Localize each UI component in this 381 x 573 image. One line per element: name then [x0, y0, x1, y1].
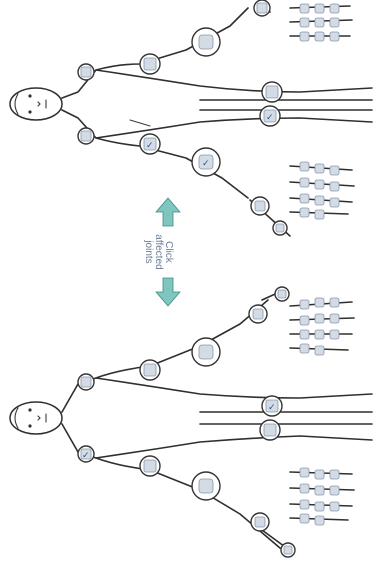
joint-top-right-hip[interactable] [262, 82, 282, 102]
joint-bottom-right-knee[interactable]: ✓ [262, 396, 282, 416]
head [10, 88, 62, 120]
joint-top-left-shoulder[interactable] [78, 128, 94, 144]
eye-icon [28, 110, 31, 113]
checkmark-icon: ✓ [202, 159, 210, 169]
arrow-down-icon [156, 278, 180, 306]
torso-bottom-outline [96, 436, 372, 458]
finger-joints-bottom-right[interactable] [300, 298, 339, 355]
joint-bottom-right-ankle[interactable] [249, 305, 267, 323]
joint-bottom-left-ankle[interactable] [251, 513, 269, 531]
checkmark-icon: ✓ [82, 451, 90, 461]
joint-bottom-left-thumb[interactable] [281, 543, 295, 557]
eye-icon [28, 94, 31, 97]
checkmark-icon: ✓ [146, 141, 154, 151]
fingers [290, 302, 354, 350]
joint-top-left-knee[interactable]: ✓ [260, 106, 280, 126]
finger-joints-top-left[interactable] [300, 162, 339, 219]
arrow-up-icon [156, 198, 180, 226]
eye-icon [28, 424, 31, 427]
joint-top-right-shoulder[interactable] [78, 64, 94, 80]
joint-top-left-ankle[interactable] [251, 197, 269, 215]
checkmark-icon: ✓ [268, 403, 276, 413]
joint-top-left-elbow[interactable]: ✓ [140, 134, 160, 154]
right-arm-outline [62, 300, 268, 412]
finger-joints-top-right[interactable] [300, 4, 339, 41]
joint-top-right-ankle[interactable] [254, 0, 270, 16]
instruction-line-3: joints [143, 239, 154, 263]
joint-top-right-wrist[interactable] [192, 28, 220, 56]
figure-top: ✓ ✓ ✓ [10, 0, 372, 236]
hip-line [130, 120, 150, 126]
joint-bottom-left-knee[interactable] [260, 420, 280, 440]
joint-bottom-right-elbow[interactable] [140, 360, 160, 380]
head [10, 402, 62, 434]
torso-bottom-outline [96, 118, 372, 138]
right-arm-outline [62, 8, 248, 98]
finger-joints-bottom-left[interactable] [300, 468, 339, 525]
joint-top-left-wrist[interactable]: ✓ [192, 148, 220, 176]
checkmark-icon: ✓ [266, 113, 274, 123]
joint-bottom-right-thumb[interactable] [275, 287, 289, 301]
joint-top-left-thumb[interactable] [273, 221, 287, 235]
left-arm-outline [62, 424, 280, 548]
joint-bottom-left-elbow[interactable] [140, 456, 160, 476]
left-arm-outline [62, 110, 248, 198]
joint-bottom-left-wrist[interactable] [192, 472, 220, 500]
joint-top-right-elbow[interactable] [140, 54, 160, 74]
torso-top-outline [96, 70, 372, 92]
joint-bottom-left-shoulder[interactable]: ✓ [78, 446, 94, 462]
joint-bottom-right-wrist[interactable] [192, 338, 220, 366]
instruction-group: Click affected joints [143, 198, 180, 306]
joint-bottom-right-shoulder[interactable] [78, 374, 94, 390]
figure-bottom: ✓ ✓ [10, 287, 372, 557]
eye-icon [28, 408, 31, 411]
torso-top-outline [96, 378, 372, 398]
